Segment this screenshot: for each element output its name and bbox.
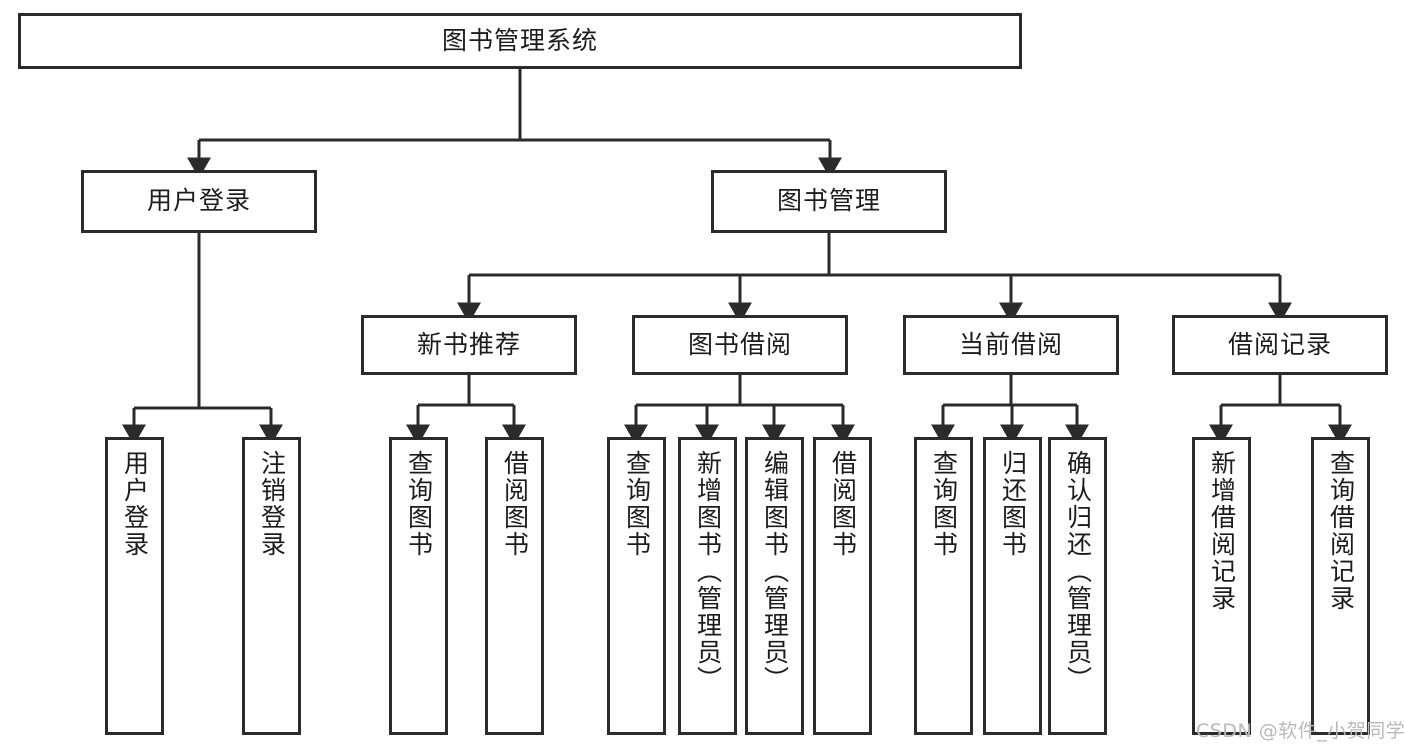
leaf-edit-book-admin[interactable]: 编辑图书（管理员） [745,437,804,735]
node-new-book-recommend[interactable]: 新书推荐 [361,315,577,375]
leaf-label: 查询图书 [404,450,434,558]
leaf-add-borrow-record[interactable]: 新增借阅记录 [1192,437,1251,735]
leaf-label: 查询借阅记录 [1326,450,1356,612]
node-root-system[interactable]: 图书管理系统 [18,13,1022,69]
leaf-label: 新增图书（管理员） [693,450,723,693]
node-current-borrow[interactable]: 当前借阅 [903,315,1119,375]
leaf-label: 用户登录 [120,450,150,558]
leaf-label: 新增借阅记录 [1207,450,1237,612]
leaf-query-book-recommend[interactable]: 查询图书 [389,437,448,735]
leaf-label: 借阅图书 [828,450,858,558]
leaf-borrow-book-recommend[interactable]: 借阅图书 [485,437,544,735]
leaf-borrow-book[interactable]: 借阅图书 [813,437,872,735]
leaf-label: 编辑图书（管理员） [760,450,790,693]
node-borrow-record[interactable]: 借阅记录 [1172,315,1388,375]
leaf-label: 确认归还（管理员） [1063,450,1093,693]
leaf-label: 归还图书 [998,450,1028,558]
leaf-confirm-return-admin[interactable]: 确认归还（管理员） [1048,437,1107,735]
leaf-query-borrow-record[interactable]: 查询借阅记录 [1311,437,1370,735]
leaf-query-book-borrow[interactable]: 查询图书 [607,437,666,735]
leaf-query-book-current[interactable]: 查询图书 [914,437,973,735]
node-book-borrow[interactable]: 图书借阅 [632,315,848,375]
leaf-label: 注销登录 [257,450,287,558]
leaf-add-book-admin[interactable]: 新增图书（管理员） [678,437,737,735]
node-user-login[interactable]: 用户登录 [81,170,317,233]
node-book-management[interactable]: 图书管理 [711,170,947,233]
leaf-label: 借阅图书 [500,450,530,558]
leaf-return-book[interactable]: 归还图书 [983,437,1042,735]
leaf-label: 查询图书 [929,450,959,558]
leaf-logout[interactable]: 注销登录 [242,437,301,735]
leaf-user-login[interactable]: 用户登录 [105,437,164,735]
leaf-label: 查询图书 [622,450,652,558]
